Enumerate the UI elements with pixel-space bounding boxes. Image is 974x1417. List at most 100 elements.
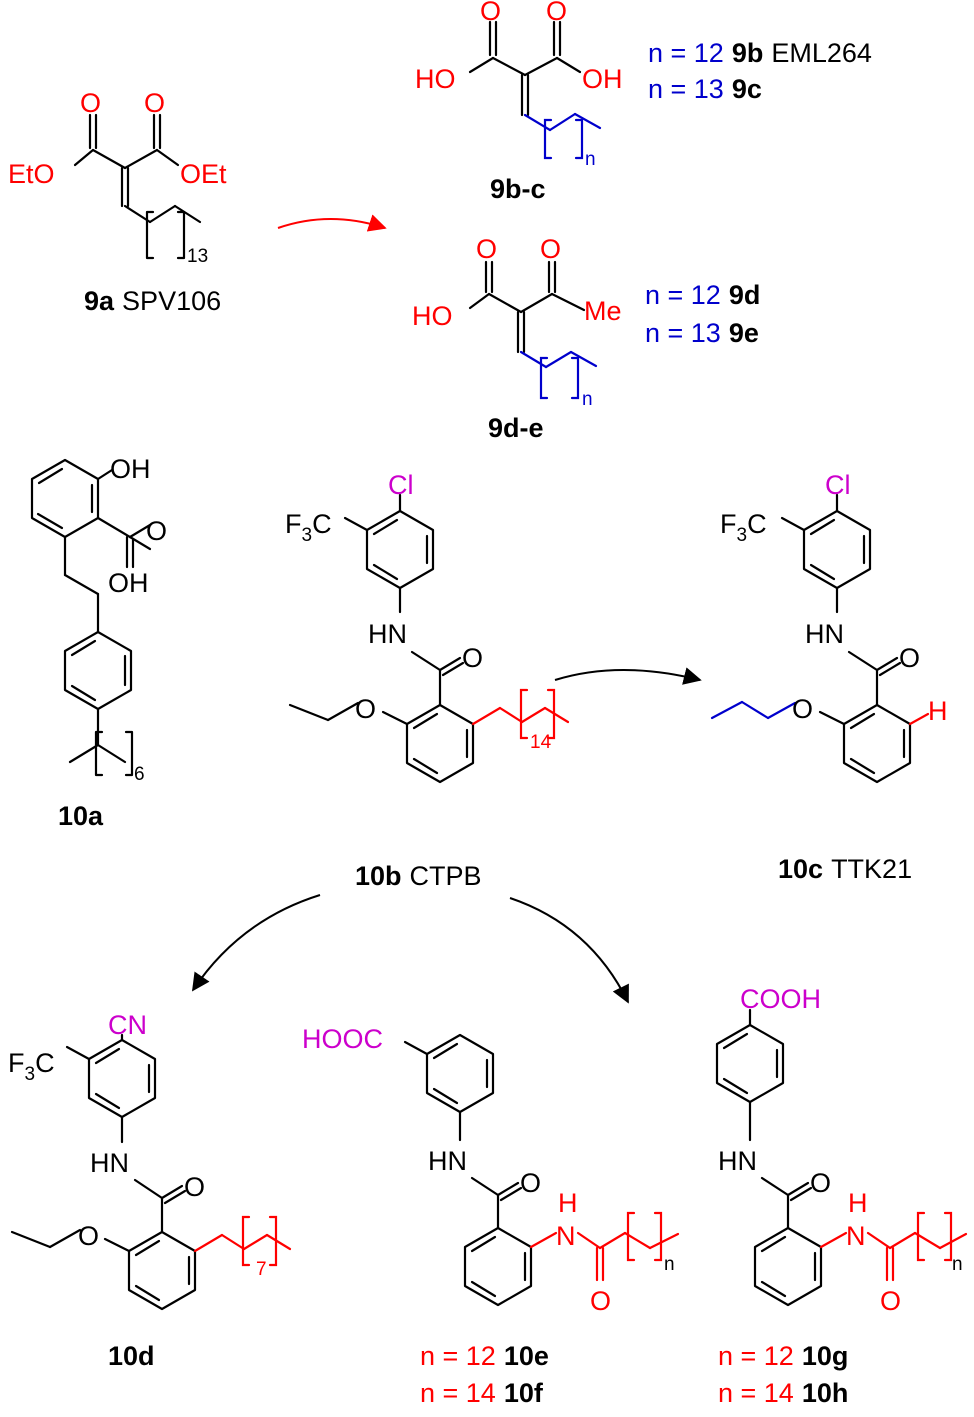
arrow-10b-10c: [554, 667, 702, 685]
compound-name-10c: TTK21: [831, 854, 912, 884]
f3c-sub: 3: [737, 525, 748, 546]
subscript-13: 13: [187, 246, 208, 267]
f3c-f: F: [720, 509, 737, 539]
molecule-10b: [288, 493, 570, 784]
f3c-c: C: [35, 1048, 55, 1078]
oh-label: OH: [110, 454, 151, 484]
o-label: O: [78, 1221, 99, 1251]
variant-10e: n = 12 10e: [420, 1341, 549, 1371]
o-label: O: [184, 1172, 205, 1202]
oet-label: OEt: [180, 159, 227, 189]
hn-label: HN: [805, 619, 844, 649]
o-label: O: [899, 643, 920, 673]
f3c-sub: 3: [302, 525, 313, 546]
compound-id-10b: 10b: [355, 861, 402, 891]
variant-id-10g: 10g: [802, 1341, 849, 1371]
variant-n-10e: n = 12: [420, 1341, 496, 1371]
h-label: H: [928, 696, 948, 726]
subscript-14: 14: [530, 732, 552, 753]
variant-id-9e: 9e: [729, 318, 759, 348]
f3c-f: F: [285, 509, 302, 539]
hn-label: HN: [428, 1146, 467, 1176]
cl-label: Cl: [825, 470, 851, 500]
compound-name-9a: SPV106: [122, 286, 221, 316]
molecule-10d: [10, 1033, 292, 1311]
molecule-10g-h: [715, 1008, 968, 1307]
variant-n-10g: n = 12: [718, 1341, 794, 1371]
o-label: O: [810, 1168, 831, 1198]
o-label: O: [792, 694, 813, 724]
variant-n-9b: n = 12: [648, 38, 724, 68]
variant-id-9c: 9c: [732, 74, 762, 104]
label-9d-e: 9d-e: [488, 413, 544, 443]
arrow-10b-10d: [191, 894, 321, 992]
label-10a: 10a: [58, 801, 104, 831]
variant-10f: n = 14 10f: [420, 1378, 544, 1408]
compound-name-10b: CTPB: [410, 861, 482, 891]
o-label: O: [546, 0, 567, 26]
molecule-10e-f: [403, 1033, 680, 1307]
o-label: O: [80, 88, 101, 118]
me-label: Me: [584, 296, 622, 326]
variant-id-9b: 9b: [732, 38, 764, 68]
eto-label: EtO: [8, 159, 55, 189]
variant-n-9d: n = 12: [645, 280, 721, 310]
variant-n-10h: n = 14: [718, 1378, 794, 1408]
variant-9c: n = 13 9c: [648, 74, 762, 104]
variant-n-9c: n = 13: [648, 74, 724, 104]
label-10d: 10d: [108, 1341, 155, 1371]
f3c-f: F: [8, 1048, 25, 1078]
f3c-c: C: [747, 509, 767, 539]
oh-label: OH: [582, 64, 623, 94]
o-label: O: [146, 516, 167, 546]
n-label: N: [556, 1221, 576, 1251]
molecule-10c: [710, 493, 930, 784]
subscript-7: 7: [256, 1259, 267, 1280]
h-label: H: [558, 1188, 578, 1218]
variant-id-10f: 10f: [504, 1378, 544, 1408]
oh-label: OH: [108, 568, 149, 598]
molecule-9b-c: [468, 20, 602, 160]
o-label: O: [880, 1286, 901, 1316]
o-label: O: [476, 234, 497, 264]
hn-label: HN: [718, 1146, 757, 1176]
hn-label: HN: [90, 1148, 129, 1178]
subscript-6: 6: [134, 764, 145, 785]
cl-label: Cl: [388, 470, 414, 500]
f3c-label: F3C: [720, 509, 767, 546]
subscript-n: n: [952, 1254, 963, 1275]
label-9b-c: 9b-c: [490, 174, 546, 204]
variant-id-10e: 10e: [504, 1341, 549, 1371]
f3c-label: F3C: [285, 509, 332, 546]
ho-label: HO: [415, 64, 456, 94]
f3c-c: C: [312, 509, 332, 539]
o-label: O: [590, 1286, 611, 1316]
compound-id-9a: 9a: [84, 286, 115, 316]
f3c-label: F3C: [8, 1048, 55, 1085]
o-label: O: [520, 1168, 541, 1198]
subscript-n: n: [582, 389, 593, 410]
subscript-n: n: [585, 149, 596, 170]
molecule-9d-e: [468, 260, 598, 400]
variant-n-10f: n = 14: [420, 1378, 496, 1408]
n-label: N: [846, 1221, 866, 1251]
subscript-n: n: [664, 1254, 675, 1275]
o-label: O: [480, 0, 501, 26]
cn-label: CN: [108, 1010, 147, 1040]
variant-id-9d: 9d: [729, 280, 761, 310]
arrow-10b-10e-h: [509, 897, 629, 1004]
arrow-9a-products: [277, 214, 387, 232]
hn-label: HN: [368, 619, 407, 649]
hooc-label: HOOC: [302, 1024, 383, 1054]
o-label: O: [540, 234, 561, 264]
o-label: O: [355, 694, 376, 724]
molecule-10a: [30, 458, 152, 777]
h-label: H: [848, 1188, 868, 1218]
